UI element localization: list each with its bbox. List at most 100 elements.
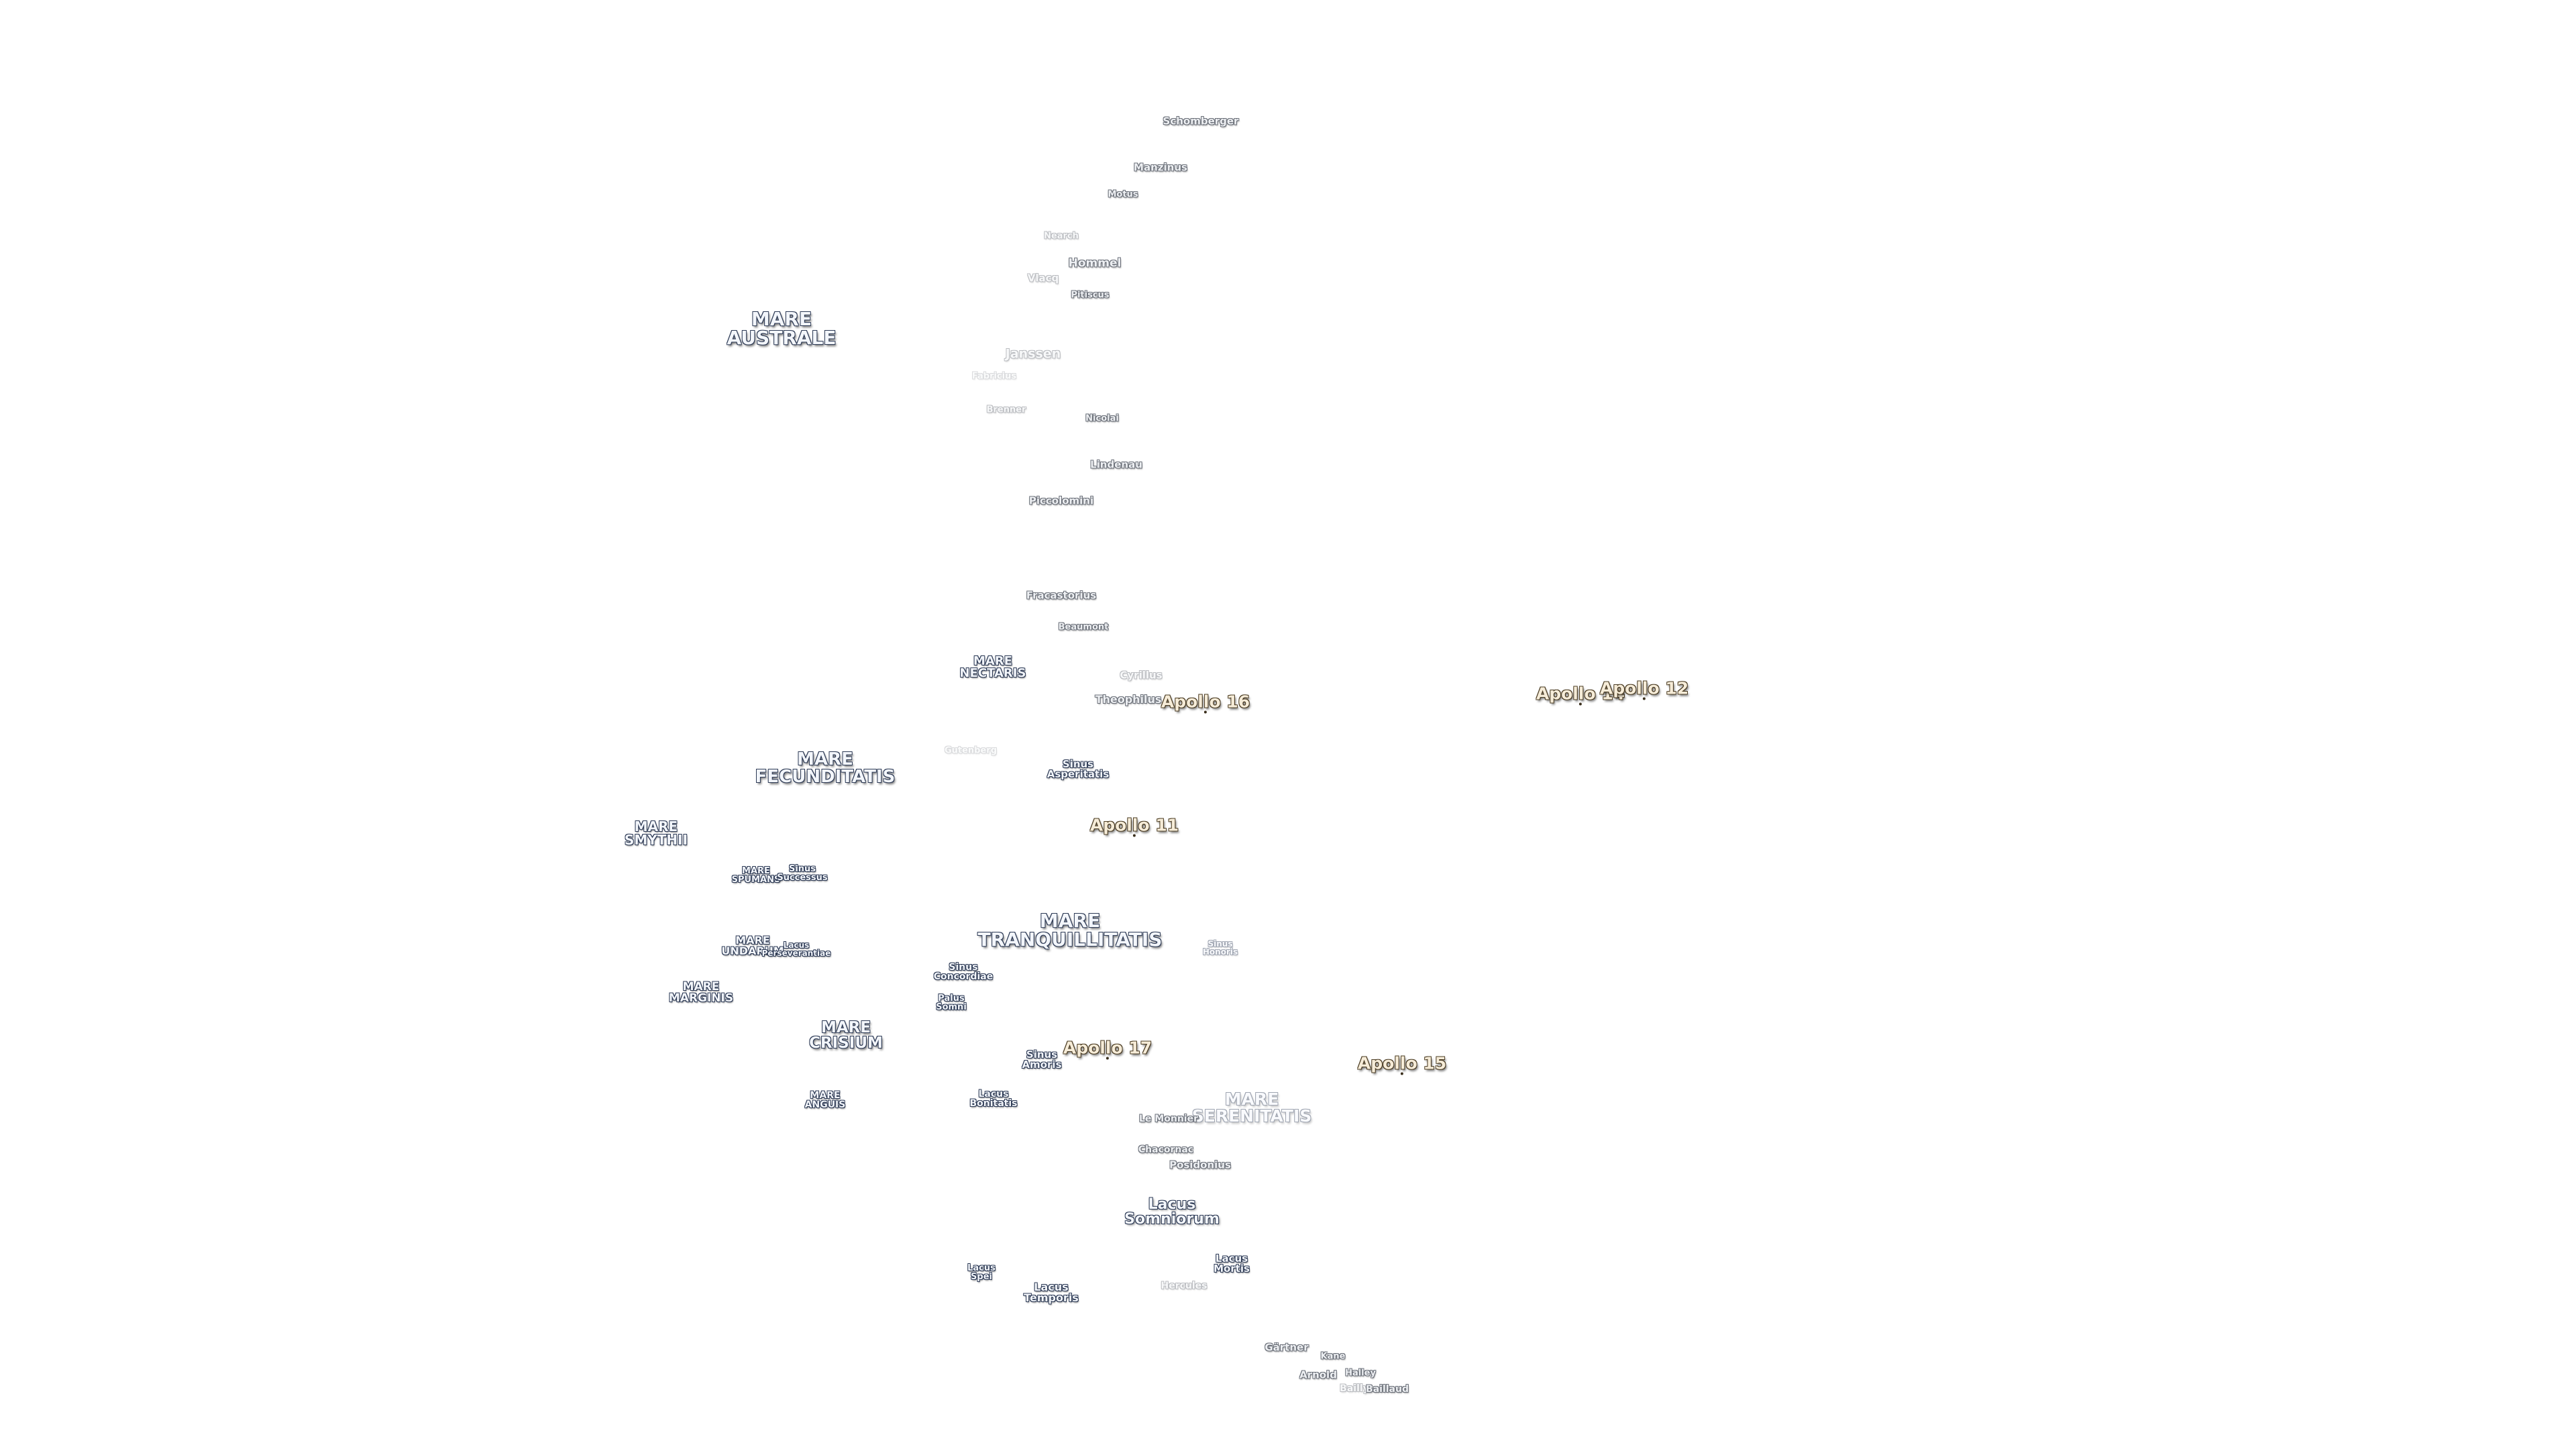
label-line: AUSTRALE — [727, 327, 837, 349]
label-line: SERENITATIS — [1191, 1106, 1312, 1126]
label-line: SPUMANS — [731, 875, 781, 885]
label-line: Perseverantiae — [761, 949, 831, 958]
label-crater-vlacq[interactable]: Vlacq — [1027, 272, 1059, 284]
label-line: Somni — [936, 1002, 967, 1012]
label-mare-spumans[interactable]: MARE SPUMANS — [732, 867, 781, 884]
landing-site-marker — [1578, 702, 1582, 706]
label-mare-undarum[interactable]: MARE UNDARUM — [721, 935, 784, 957]
label-line: Amoris — [1022, 1059, 1062, 1071]
label-line: Palus — [938, 994, 965, 1004]
label-mare-australe[interactable]: MARE AUSTRALE — [727, 310, 836, 347]
label-apollo-15[interactable]: Apollo 15 — [1358, 1055, 1446, 1075]
landing-site-marker — [1400, 1072, 1403, 1075]
label-lacus-mortis[interactable]: Lacus Mortis — [1214, 1254, 1250, 1274]
label-line: Lacus — [1148, 1196, 1196, 1213]
label-sinus-amoris[interactable]: Sinus Amoris — [1022, 1050, 1061, 1070]
label-lacus-bonitatis[interactable]: Lacus Bonitatis — [969, 1089, 1017, 1108]
label-lacus-temporis[interactable]: Lacus Temporis — [1024, 1282, 1079, 1303]
label-palus-somni[interactable]: Palus Somni — [936, 994, 967, 1012]
label-line: Lacus — [783, 941, 810, 950]
label-apollo-11[interactable]: Apollo 11 — [1089, 815, 1179, 837]
label-sinus-asperitatis[interactable]: Sinus Asperitatis — [1047, 759, 1110, 780]
label-apollo-17[interactable]: Apollo 17 — [1063, 1038, 1152, 1060]
label-crater-posidonius[interactable]: Posidonius — [1169, 1159, 1231, 1171]
label-line: SMYTHII — [624, 832, 688, 848]
label-mare-anguis[interactable]: MARE ANGUIS — [805, 1091, 846, 1110]
label-crater-le-monnier[interactable]: Le Monnier — [1139, 1114, 1198, 1124]
label-crater-janssen[interactable]: Janssen — [1005, 346, 1061, 362]
label-crater-theophilus[interactable]: Theophilus — [1095, 693, 1162, 706]
label-mare-marginis[interactable]: MARE MARGINIS — [669, 981, 733, 1004]
label-line: Sinus — [949, 962, 978, 973]
label-text: Apollo 11 — [1089, 815, 1179, 835]
label-lacus-spei[interactable]: Lacus Spei — [967, 1264, 996, 1281]
label-line: Sinus — [1208, 939, 1233, 949]
label-crater-fracastorius[interactable]: Fracastorius — [1026, 589, 1097, 602]
label-lacus-somniorum[interactable]: Lacus Somniorum — [1124, 1197, 1220, 1227]
label-line: TRANQUILLITATIS — [977, 928, 1163, 951]
label-line: FECUNDITATIS — [755, 767, 896, 787]
label-crater-pitiscus[interactable]: Pitiscus — [1071, 290, 1110, 301]
label-crater-fabricius[interactable]: Fabricius — [971, 371, 1017, 382]
label-line: Bonitatis — [969, 1098, 1018, 1109]
label-mare-tranquillitatis[interactable]: MARE TRANQUILLITATIS — [978, 912, 1163, 949]
label-sinus-successus[interactable]: Sinus Successus — [777, 865, 827, 882]
label-text: Apollo 17 — [1063, 1038, 1152, 1058]
label-crater-bailly[interactable]: Bailly — [1340, 1383, 1369, 1394]
label-line: Honoris — [1202, 947, 1238, 957]
landing-site-marker — [1642, 697, 1646, 700]
label-mare-serenitatis[interactable]: MARE SERENITATIS — [1192, 1091, 1312, 1124]
label-line: MARE — [742, 866, 770, 876]
label-crater-kane[interactable]: Kane — [1320, 1351, 1346, 1362]
label-mare-crisium[interactable]: MARE CRISIUM — [809, 1020, 883, 1051]
label-line: Sinus — [1026, 1049, 1058, 1061]
label-lacus-perseverantiae[interactable]: Lacus Perseverantiae — [762, 941, 831, 957]
label-crater-hercules[interactable]: Hercules — [1161, 1281, 1208, 1291]
label-crater-arnold[interactable]: Arnold — [1299, 1368, 1337, 1381]
label-crater-nicolai[interactable]: Nicolai — [1085, 413, 1119, 424]
label-mare-smythii[interactable]: MARE SMYTHII — [625, 820, 688, 847]
label-line: Mortis — [1214, 1263, 1250, 1275]
label-mare-fecunditatis[interactable]: MARE FECUNDITATIS — [755, 751, 896, 786]
label-line: Lacus — [1034, 1281, 1069, 1293]
label-crater-gutenberg[interactable]: Gutenberg — [944, 745, 998, 756]
label-line: MARE — [634, 818, 678, 835]
landing-site-marker — [1203, 710, 1207, 714]
label-sinus-concordiae[interactable]: Sinus Concordiae — [934, 963, 993, 981]
label-crater-hommel[interactable]: Hommel — [1068, 256, 1122, 270]
label-line: Lacus — [967, 1263, 996, 1273]
label-crater-nearch[interactable]: Nearch — [1044, 231, 1079, 241]
label-crater-manzinus[interactable]: Manzinus — [1134, 161, 1187, 174]
label-line: MARE — [682, 980, 720, 994]
label-text: Apollo 12 — [1599, 678, 1689, 698]
label-line: MARE — [1039, 910, 1101, 932]
landing-site-marker — [1106, 1057, 1109, 1060]
label-line: MARE — [973, 654, 1012, 668]
label-crater-schomberger[interactable]: Schomberger — [1163, 115, 1239, 127]
label-line: Sinus — [788, 864, 816, 874]
label-crater-halley[interactable]: Halley — [1345, 1368, 1376, 1379]
label-crater-gartner[interactable]: Gärtner — [1265, 1341, 1309, 1354]
label-text: Apollo 16 — [1161, 692, 1250, 712]
label-crater-beaumont[interactable]: Beaumont — [1058, 622, 1109, 633]
label-line: MARE — [797, 749, 853, 769]
label-line: MARGINIS — [668, 991, 734, 1005]
label-crater-chacornac[interactable]: Chacornac — [1138, 1144, 1194, 1155]
label-crater-brenner[interactable]: Brenner — [986, 405, 1026, 415]
label-apollo-16[interactable]: Apollo 16 — [1161, 692, 1250, 714]
label-crater-cyrillus[interactable]: Cyrillus — [1120, 669, 1163, 682]
landing-site-marker — [1132, 834, 1136, 837]
label-apollo-12[interactable]: Apollo 12 — [1599, 678, 1689, 700]
label-line: Successus — [777, 873, 828, 883]
label-mare-nectaris[interactable]: MARE NECTARIS — [960, 655, 1026, 680]
label-apollo-14[interactable]: Apollo 14 — [1536, 686, 1625, 706]
label-crater-motus[interactable]: Motus — [1108, 189, 1138, 200]
label-crater-lindenau[interactable]: Lindenau — [1090, 458, 1142, 471]
label-sinus-honoris[interactable]: Sinus Honoris — [1203, 940, 1238, 956]
label-line: MARE — [735, 934, 770, 947]
label-line: ANGUIS — [804, 1099, 846, 1110]
label-crater-piccolomini[interactable]: Piccolomini — [1028, 494, 1094, 507]
label-crater-baillaud[interactable]: Baillaud — [1366, 1384, 1409, 1395]
label-line: Lacus — [978, 1089, 1009, 1099]
